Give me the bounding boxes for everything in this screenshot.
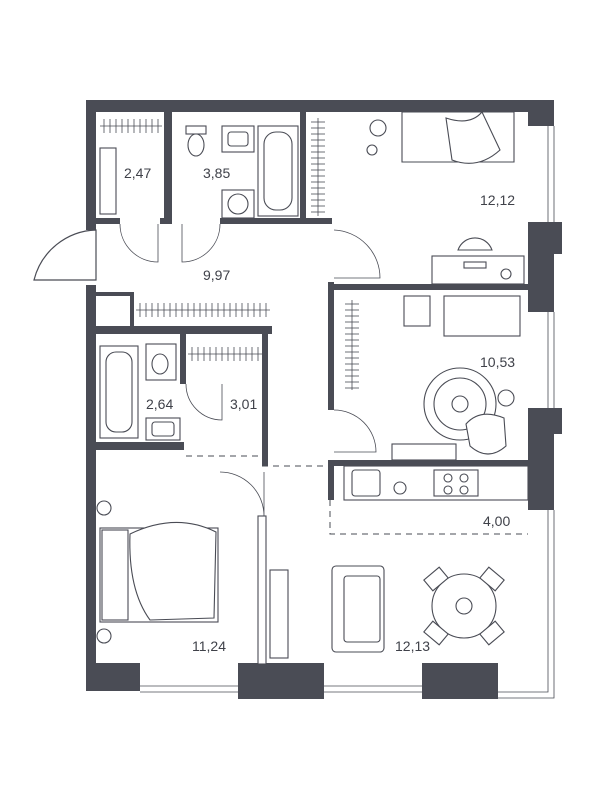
wardrobes [100,118,359,390]
room-area-bedroom-bottom-left: 11,24 [192,638,226,654]
kitchen-counter [343,465,529,501]
dining-table [423,566,505,646]
desk-top-right [431,237,525,285]
bed-top-right [366,110,515,164]
interior-walls [96,112,528,500]
bed-bottom-left [96,500,289,665]
storage-shelf [99,147,117,215]
room-area-living-room: 12,13 [395,638,430,654]
sofa [331,565,385,653]
bed-right [391,295,521,461]
room-labels: 2,47 3,85 12,12 9,97 10,53 2,64 3,01 4,0… [124,165,515,654]
room-area-kitchen: 4,00 [483,513,510,529]
room-area-bathroom-top: 3,85 [203,165,230,181]
windows [140,126,555,699]
room-area-storage-top: 2,47 [124,165,151,181]
zone-borders [186,455,528,535]
room-area-hallway: 9,97 [203,267,230,283]
room-area-wardrobe: 3,01 [230,396,257,412]
left-bathroom-fixtures [99,343,181,441]
doors [33,223,381,517]
room-area-bedroom-right: 10,53 [480,354,515,370]
room-area-bedroom-top-right: 12,12 [480,192,515,208]
room-area-bathroom-left: 2,64 [146,396,173,412]
outer-walls [86,100,562,699]
top-bathroom-fixtures [185,125,299,219]
